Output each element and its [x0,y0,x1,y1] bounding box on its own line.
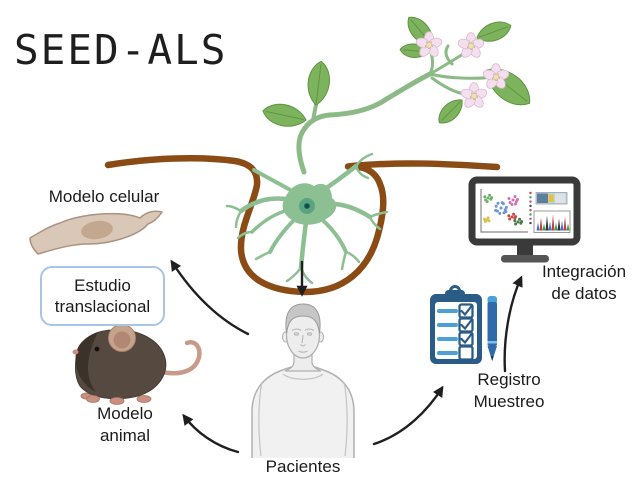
patient-icon [251,303,355,458]
checkmark [460,332,473,345]
mouse-nose [72,349,79,355]
cell-model-icon [29,210,163,255]
clipboard-clip [445,290,465,300]
mouse-tail [159,340,202,376]
cell-model-label: Modelo celular [48,187,160,206]
patient-face [291,328,315,353]
animal-model-icon [72,324,202,405]
flower-icon [460,82,488,108]
diagram-title: SEED-ALS [14,26,228,74]
arrow-patients-to-cell-model [170,259,250,336]
pen-icon [487,296,497,361]
mouse-foot [136,395,152,403]
data-integration-label-line1: Integración [541,262,627,281]
plant-leaves [262,16,531,127]
patients-label: Pacientes [265,457,341,476]
patient-hair [285,303,321,334]
registry-clipboard-icon [430,285,497,364]
leaf-icon [438,99,463,124]
animal-model-label-line2: animal [99,426,151,445]
neuron-nucleolus [304,203,310,209]
neuron-root-illustration [225,152,389,285]
mouse-inner-ear [113,331,131,349]
plant-flowers [415,31,510,108]
clipboard-rows [437,303,474,361]
monitor-stand-base [501,255,549,263]
checkmark [460,318,473,331]
checkmark [460,304,473,317]
registry-label: Registro Muestreo [449,369,569,413]
mouse-foot [86,395,100,403]
translational-study-box: Estudio translacional [40,266,165,326]
soil-line-right [344,160,501,171]
leaf-icon [476,21,512,42]
flow-arrows [170,259,523,454]
screen-chromatogram [533,210,571,233]
soil-line [104,155,501,296]
plant-stems [296,44,496,175]
registry-label-line1: Registro [477,370,541,389]
cell-nucleus [81,220,113,240]
flower-icon [415,31,443,57]
data-integration-label: Integración de datos [528,261,640,305]
screen-sequence-track [535,192,568,205]
leaf-icon [307,60,330,106]
plant-illustration [262,16,531,175]
data-integration-monitor-icon [468,176,581,263]
flower-icon [482,63,510,89]
monitor-stand-neck [517,243,533,257]
screen-scatter-plot [480,189,532,233]
animal-model-label-line1: Modelo [97,404,153,423]
mouse-face [75,332,98,392]
arrow-patients-to-registry [372,385,444,446]
arrow-registry-to-integration [503,275,523,373]
translational-study-label-line2: translacional [54,297,151,316]
leaf-icon [262,103,307,127]
soil-line-left-and-pit [104,155,387,296]
flower-icon [457,32,485,58]
data-integration-label-line2: de datos [551,284,617,303]
arrow-patients-to-animal-model [182,413,240,454]
mouse-foot [109,397,125,405]
animal-model-label: Modelo animal [62,403,188,447]
registry-label-line2: Muestreo [473,392,545,411]
translational-study-label-line1: Estudio [74,276,131,295]
mouse-eye [94,346,100,352]
